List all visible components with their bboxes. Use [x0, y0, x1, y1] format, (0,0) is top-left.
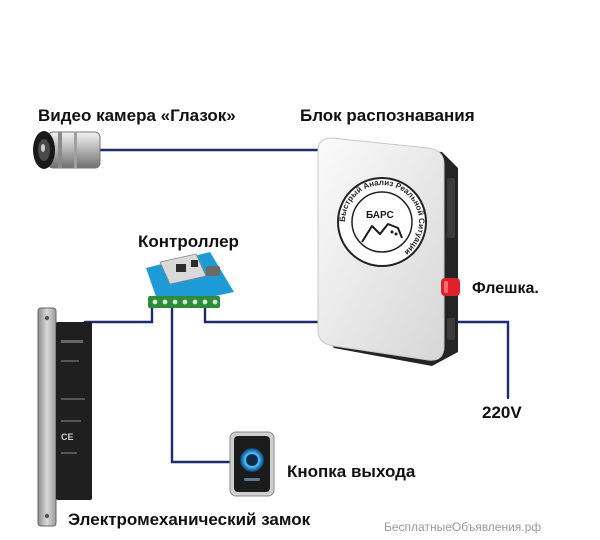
controller-label: Контроллер: [138, 232, 239, 251]
leopard-icon: [361, 223, 403, 243]
camera-device: [33, 131, 101, 169]
lock-ce-mark: CE: [61, 432, 74, 442]
exit-button-label: Кнопка выхода: [287, 462, 416, 481]
lock-label: Электромеханический замок: [68, 510, 311, 529]
watermark: БесплатныеОбъявления.рф: [384, 520, 542, 534]
camera-label: Видео камера «Глазок»: [38, 106, 236, 125]
wire-controller-to-unit: [203, 304, 342, 324]
exit-button-device: [229, 431, 275, 497]
flash-drive-label: Флешка.: [472, 280, 539, 297]
flash-drive-device: [441, 278, 460, 296]
wire-lock-to-controller: [83, 304, 154, 324]
recognition-unit-label: Блок распознавания: [300, 106, 475, 125]
controller-terminals: [148, 296, 220, 308]
logo-name: БАРС: [366, 210, 394, 221]
controller-device: [146, 252, 234, 308]
wire-unit-to-power: [450, 320, 510, 400]
wires: [83, 148, 510, 464]
power-label: 220V: [482, 403, 522, 422]
bars-logo: Быстрый Анализ Реальной Ситуации БАРС: [337, 177, 427, 267]
electromechanical-lock-device: CE: [37, 307, 92, 527]
wire-controller-to-exit: [170, 304, 234, 464]
